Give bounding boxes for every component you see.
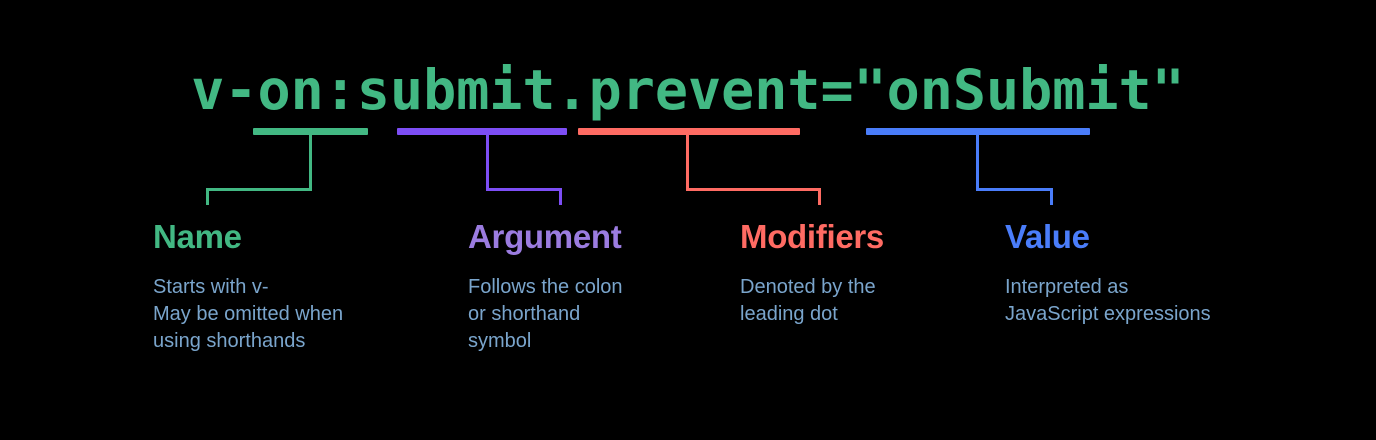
connector-modifiers xyxy=(686,133,821,205)
legend-block-name: Name Starts with v- May be omitted when … xyxy=(153,218,443,355)
legend-heading-value: Value xyxy=(1005,218,1090,255)
connector-value xyxy=(976,133,1053,205)
legend-heading-modifiers: Modifiers xyxy=(740,218,884,255)
legend-description-value: Interpreted as JavaScript expressions xyxy=(1005,276,1211,325)
underline-bar-name xyxy=(253,128,368,135)
underline-bar-modifiers xyxy=(578,128,800,135)
legend-description-modifiers: Denoted by the leading dot xyxy=(740,276,876,325)
legend-block-argument: Argument Follows the colon or shorthand … xyxy=(468,218,718,355)
legend-description-name: Starts with v- May be omitted when using… xyxy=(153,276,344,352)
legend-heading-argument: Argument xyxy=(468,218,622,255)
legend-block-modifiers: Modifiers Denoted by the leading dot xyxy=(740,218,990,328)
connector-name xyxy=(206,133,312,205)
legend-heading-name: Name xyxy=(153,218,242,255)
code-expression: v-on:submit.prevent="onSubmit" xyxy=(191,58,1185,122)
connector-argument xyxy=(486,133,562,205)
underline-bar-value xyxy=(866,128,1090,135)
legend-description-argument: Follows the colon or shorthand symbol xyxy=(468,276,623,352)
underline-bar-argument xyxy=(397,128,567,135)
legend-block-value: Value Interpreted as JavaScript expressi… xyxy=(1005,218,1305,328)
